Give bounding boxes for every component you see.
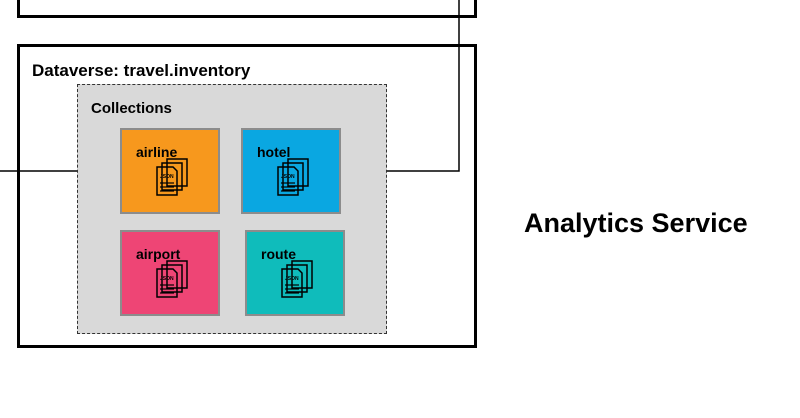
analytics-service-label: Analytics Service	[524, 208, 748, 238]
json-text: JSON	[285, 276, 299, 282]
collection-label: route	[261, 246, 296, 262]
json-document-icon: JSON	[277, 158, 309, 196]
dataverse-box	[17, 44, 477, 348]
json-text: JSON	[160, 174, 174, 180]
collection-airline[interactable]: airline JSON	[120, 128, 220, 214]
collection-label: hotel	[257, 144, 291, 160]
collection-label: airline	[136, 144, 178, 160]
collection-route[interactable]: route JSON	[245, 230, 345, 316]
dataverse-title: Dataverse: travel.inventory	[32, 61, 251, 80]
json-text: JSON	[281, 174, 295, 180]
collection-airport[interactable]: airport JSON	[120, 230, 220, 316]
upper-container-box	[17, 0, 477, 18]
json-text: JSON	[160, 276, 174, 282]
json-document-icon: JSON	[156, 260, 188, 298]
collection-hotel[interactable]: hotel JSON	[241, 128, 341, 214]
collections-title: Collections	[91, 100, 172, 117]
json-document-icon: JSON	[281, 260, 313, 298]
collection-label: airport	[136, 246, 181, 262]
json-document-icon: JSON	[156, 158, 188, 196]
